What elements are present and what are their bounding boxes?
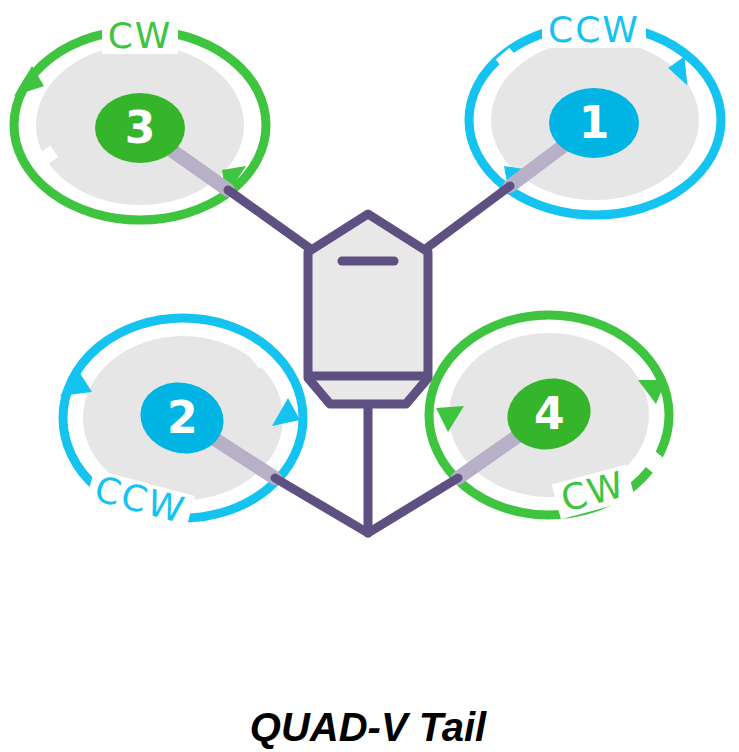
arrowhead <box>638 380 666 404</box>
ring-gap <box>34 146 58 169</box>
arm <box>424 186 510 250</box>
arm <box>228 190 312 250</box>
ring-gap <box>496 48 519 70</box>
propeller-disc <box>491 40 699 200</box>
v-tail <box>275 478 458 533</box>
ring-gap <box>643 451 665 474</box>
motor-number: 3 <box>125 106 156 150</box>
motor-number-circle: 1 <box>549 88 639 158</box>
arrowhead <box>60 370 92 396</box>
frame-body <box>308 214 428 404</box>
motor-number: 1 <box>579 101 610 145</box>
body-dash <box>342 257 394 266</box>
rotation-ring <box>429 315 669 515</box>
motor-number-circle: 3 <box>95 93 185 163</box>
arrowhead <box>666 54 693 85</box>
arrowhead <box>14 66 44 96</box>
ring-gap <box>248 346 270 369</box>
motor-number: 4 <box>534 392 565 436</box>
tail-boom <box>364 392 373 533</box>
arrowhead <box>436 406 464 432</box>
motor-number: 2 <box>167 396 198 440</box>
caption: QUAD-V Tail <box>250 707 486 747</box>
arrowhead <box>272 398 300 426</box>
rotation-label: CCW <box>542 12 646 48</box>
propeller-disc <box>36 45 244 205</box>
rotation-label: CW <box>102 18 179 54</box>
body-line <box>312 372 424 381</box>
